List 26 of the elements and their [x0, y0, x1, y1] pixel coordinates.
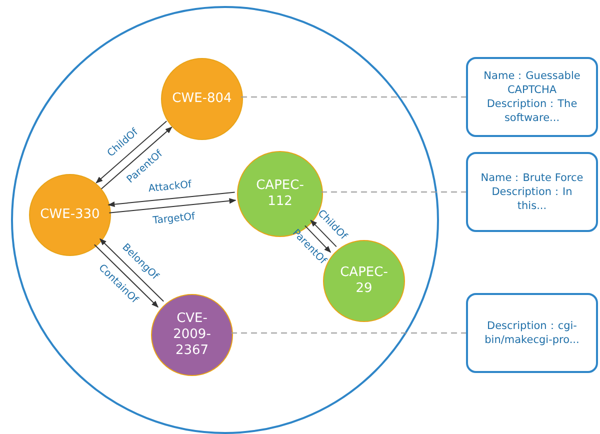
entity-id: CWE-330: [40, 206, 100, 224]
arrow: [108, 198, 236, 214]
arrow: [310, 220, 337, 248]
edge-label: TargetOf: [152, 210, 196, 226]
arrow: [304, 225, 332, 253]
arrow: [96, 120, 168, 184]
arrow: [108, 192, 236, 208]
connector-line: [240, 96, 466, 98]
arrow: [100, 126, 172, 190]
info-box: [466, 293, 598, 373]
info-text: Name：Brute Force: [480, 170, 584, 185]
entity-id: CAPEC-112: [255, 178, 305, 210]
entity-id: CWE-804: [172, 90, 232, 108]
info-text: Name：Guessable CAPTCHA: [482, 68, 582, 97]
info-text: Description：The software...: [486, 97, 578, 126]
info-text: Description：cgi-bin/makecgi-pro...: [484, 318, 580, 348]
info-text: Description：In this...: [490, 184, 574, 214]
info-box: [466, 57, 598, 137]
arrow: [100, 238, 164, 302]
connector-line: [230, 332, 466, 334]
info-box: [466, 152, 598, 232]
boundary-circle: [11, 6, 439, 434]
entity-id: CAPEC-29: [339, 264, 389, 298]
arrow: [94, 244, 158, 308]
entity-id: CVE-2009-2367: [172, 310, 212, 360]
entity-circle: [29, 174, 111, 256]
